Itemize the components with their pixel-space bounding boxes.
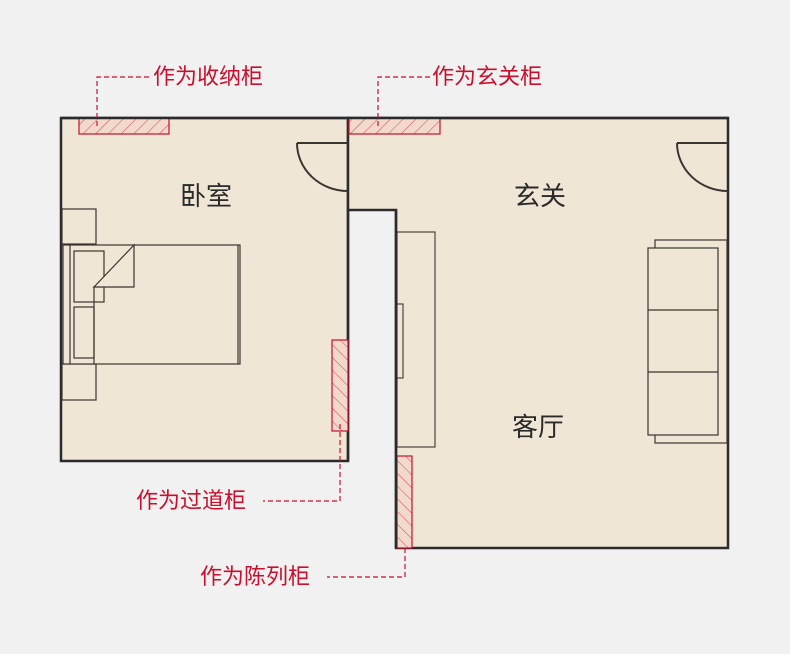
bed [62, 243, 241, 365]
storage-cabinet-highlight [78, 117, 170, 135]
room-label-living: 客厅 [512, 413, 564, 443]
sofa [647, 239, 728, 444]
entry-leader-line [377, 76, 430, 126]
nightstand-top [61, 208, 97, 245]
entry-cabinet-highlight [348, 117, 441, 135]
callout-display-cabinet: 作为陈列柜 [200, 565, 310, 590]
display-leader-line [327, 548, 406, 578]
entry-door [676, 142, 729, 192]
callout-entry-cabinet: 作为玄关柜 [432, 65, 542, 90]
bedroom-door [296, 142, 349, 192]
callout-hallway-cabinet: 作为过道柜 [136, 489, 246, 514]
corridor [349, 211, 395, 548]
room-label-entry: 玄关 [514, 182, 566, 212]
display-cabinet-highlight [396, 455, 413, 549]
nightstand-bottom [61, 363, 97, 401]
hallway-leader-line [263, 424, 341, 502]
room-label-bedroom: 卧室 [180, 182, 232, 212]
hallway-cabinet-highlight [331, 339, 349, 432]
storage-leader-line [96, 76, 150, 126]
callout-storage-cabinet: 作为收纳柜 [153, 65, 263, 90]
tv-cabinet [396, 231, 436, 448]
